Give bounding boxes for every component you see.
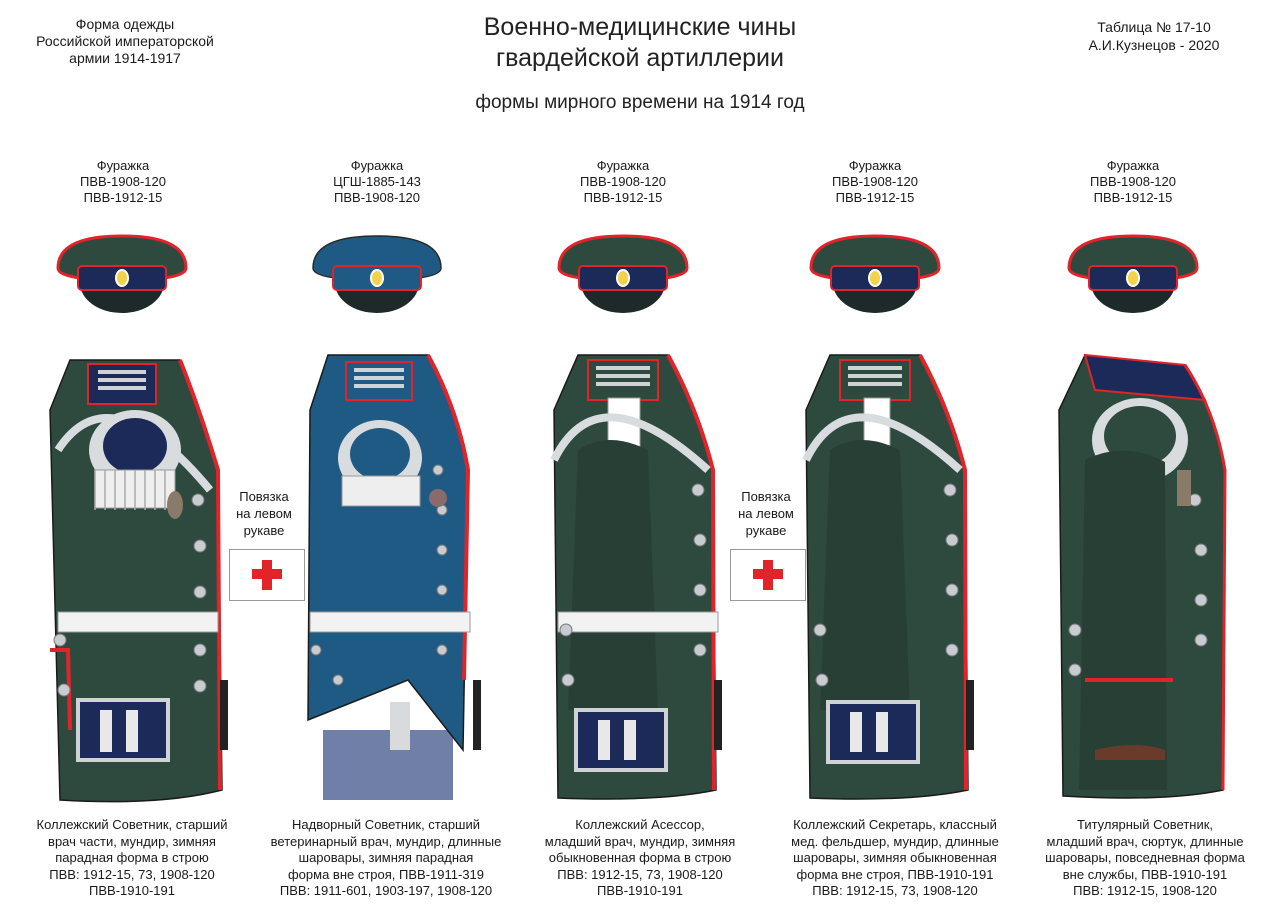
armband-label-line: на левом [738,506,794,521]
armband-label-1: Повязка на левом рукаве [224,488,304,539]
cap-label-line: Фуражка [96,158,150,173]
author-line: А.И.Кузнецов - 2020 [1088,37,1220,53]
uniform-figure-1 [49,359,228,803]
cap-label-line: ПВВ-1908-120 [580,174,666,189]
caption-line: шаровары, зимняя обыкновенная [793,850,997,865]
cap-label-3: Фуражка ПВВ-1908-120 ПВВ-1912-15 [528,158,718,206]
caption-line: форма вне строя, ПВВ-1910-191 [796,866,994,882]
armband-label-line: Повязка [239,489,289,504]
uniform-figure-5 [1058,353,1227,799]
caption-line: парадная форма в строю [55,850,209,865]
cap-label-line: ПВВ-1912-15 [1093,190,1173,205]
peaked-cap-green [1067,234,1199,313]
peaked-cap-green [56,234,188,313]
figure-caption-1: Коллежский Советник, старший врач части,… [2,817,262,900]
caption-line: шаровары, повседневная форма [1045,850,1245,865]
cap-label-5: Фуражка ПВВ-1908-120 ПВВ-1912-15 [1038,158,1228,206]
table-number-line: Таблица № 17-10 [1097,19,1211,35]
caption-line: Коллежский Асессор, [575,817,705,832]
caption-line: шаровары, зимняя парадная [298,850,474,865]
caption-line: ПВВ: 1912-15, 73, 1908-120 [49,866,215,882]
cap-label-line: Фуражка [596,158,650,173]
series-line-3: армии 1914-1917 [69,50,181,66]
caption-line: Надворный Советник, старший [291,817,481,832]
cap-label-1: Фуражка ПВВ-1908-120 ПВВ-1912-15 [28,158,218,206]
red-cross-armband-1 [229,549,305,601]
caption-line: Титулярный Советник, [1076,817,1214,832]
figure-caption-3: Коллежский Асессор, младший врач, мундир… [510,817,770,900]
cap-label-line: ПВВ-1912-15 [583,190,663,205]
cap-label-line: ЦГШ-1885-143 [333,174,421,189]
armband-label-line: Повязка [741,489,791,504]
caption-line: мед. фельдшер, мундир, длинные [791,833,999,849]
caption-line: форма вне строя, ПВВ-1911-319 [287,866,485,882]
table-number: Таблица № 17-10 А.И.Кузнецов - 2020 [1054,18,1254,54]
caption-line: ПВВ: 1912-15, 1908-120 [1073,883,1217,898]
caption-line: обыкновенная форма в строю [548,850,732,865]
uniform-figure-4 [802,354,974,800]
caption-line: ветеринарный врач, мундир, длинные [270,833,502,849]
caption-line: младший врач, сюртук, длинные [1046,833,1244,849]
cap-label-line: ПВВ-1908-120 [334,190,420,205]
caption-line: младший врач, мундир, зимняя [544,833,736,849]
title-line-1: Военно-медицинские чины [483,13,797,41]
armband-label-line: рукаве [243,523,285,538]
uniform-figure-2 [307,354,481,800]
cap-label-line: ПВВ-1908-120 [80,174,166,189]
red-cross-bar [763,560,773,590]
cap-label-line: ПВВ-1912-15 [835,190,915,205]
caption-line: ПВВ: 1912-15, 73, 1908-120 [557,866,723,882]
caption-line: ПВВ: 1911-601, 1903-197, 1908-120 [279,883,493,898]
title-line-2: гвардейской артиллерии [496,44,784,72]
armband-label-line: на левом [236,506,292,521]
uniform-figure-3 [550,354,722,800]
caption-line: Коллежский Советник, старший [36,817,228,832]
peaked-cap-green [809,234,941,313]
caption-line: Коллежский Секретарь, классный [793,817,997,832]
page-title: Военно-медицинские чины гвардейской арти… [340,12,940,74]
caption-line: ПВВ-1910-191 [89,883,175,898]
red-cross-bar [262,560,272,590]
series-line-2: Российской императорской [36,33,214,49]
cap-label-2: Фуражка ЦГШ-1885-143 ПВВ-1908-120 [282,158,472,206]
caption-line: вне службы, ПВВ-1910-191 [1062,866,1228,882]
red-cross-armband-2 [730,549,806,601]
figure-caption-4: Коллежский Секретарь, классный мед. фель… [765,817,1025,900]
cap-label-4: Фуражка ПВВ-1908-120 ПВВ-1912-15 [780,158,970,206]
caption-line: врач части, мундир, зимняя [48,833,216,849]
cap-label-line: ПВВ-1908-120 [1090,174,1176,189]
cap-label-line: Фуражка [848,158,902,173]
cap-label-line: Фуражка [350,158,404,173]
peaked-cap-green [557,234,689,313]
figure-caption-5: Титулярный Советник, младший врач, сюрту… [1015,817,1275,900]
armband-label-2: Повязка на левом рукаве [726,488,806,539]
cap-label-line: ПВВ-1908-120 [832,174,918,189]
cap-label-line: ПВВ-1912-15 [83,190,163,205]
armband-label-line: рукаве [745,523,787,538]
cap-label-line: Фуражка [1106,158,1160,173]
series-label: Форма одежды Российской императорской ар… [20,16,230,67]
page-subtitle: формы мирного времени на 1914 год [475,92,805,113]
figure-caption-2: Надворный Советник, старший ветеринарный… [256,817,516,900]
series-line-1: Форма одежды [75,16,175,32]
peaked-cap-blue [312,235,442,313]
caption-line: ПВВ: 1912-15, 73, 1908-120 [812,883,978,898]
caption-line: ПВВ-1910-191 [597,883,683,898]
